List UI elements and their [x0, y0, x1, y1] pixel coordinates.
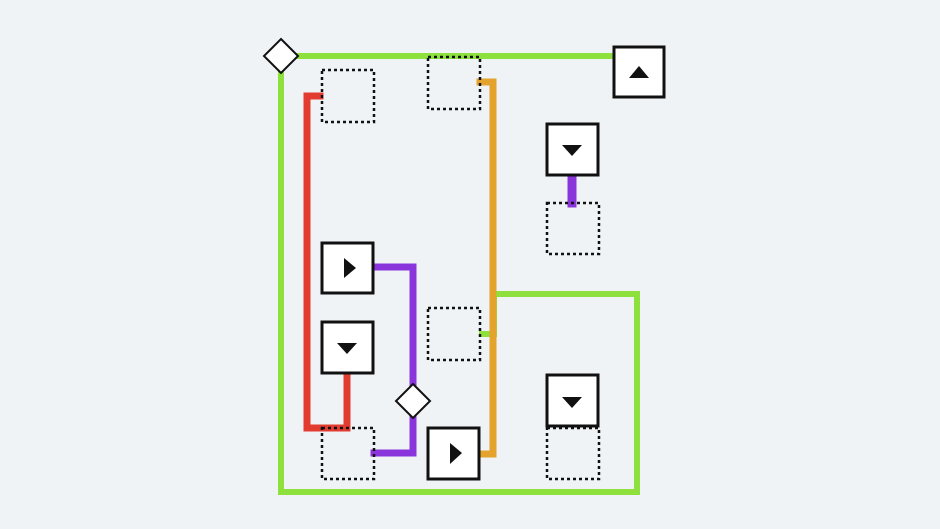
slot-bottom-right[interactable]: [545, 426, 601, 481]
wire-purple-left: [370, 263, 417, 457]
triangle-down-icon: [562, 397, 582, 408]
triangle-right-icon: [450, 443, 462, 464]
slot-right-upper[interactable]: [545, 201, 601, 256]
slot-top-left[interactable]: [320, 68, 376, 124]
button-right-left-middle[interactable]: [320, 241, 375, 295]
diamond-top-left[interactable]: [262, 37, 300, 75]
button-right-bottom-middle[interactable]: [426, 426, 481, 481]
button-up-top-right[interactable]: [612, 45, 666, 99]
slot-top-middle[interactable]: [426, 55, 482, 111]
wire-red: [303, 92, 351, 432]
wire-orange: [476, 78, 497, 458]
slot-center[interactable]: [426, 306, 482, 362]
slot-bottom-left[interactable]: [320, 426, 376, 481]
diamond-middle[interactable]: [394, 382, 432, 420]
button-down-left-lower[interactable]: [320, 320, 375, 375]
triangle-right-icon: [344, 258, 356, 278]
triangle-down-icon: [337, 343, 357, 354]
button-down-right-upper[interactable]: [545, 122, 600, 177]
triangle-down-icon: [562, 145, 582, 156]
triangle-up-icon: [629, 66, 649, 78]
button-down-bottom-right[interactable]: [545, 373, 600, 428]
